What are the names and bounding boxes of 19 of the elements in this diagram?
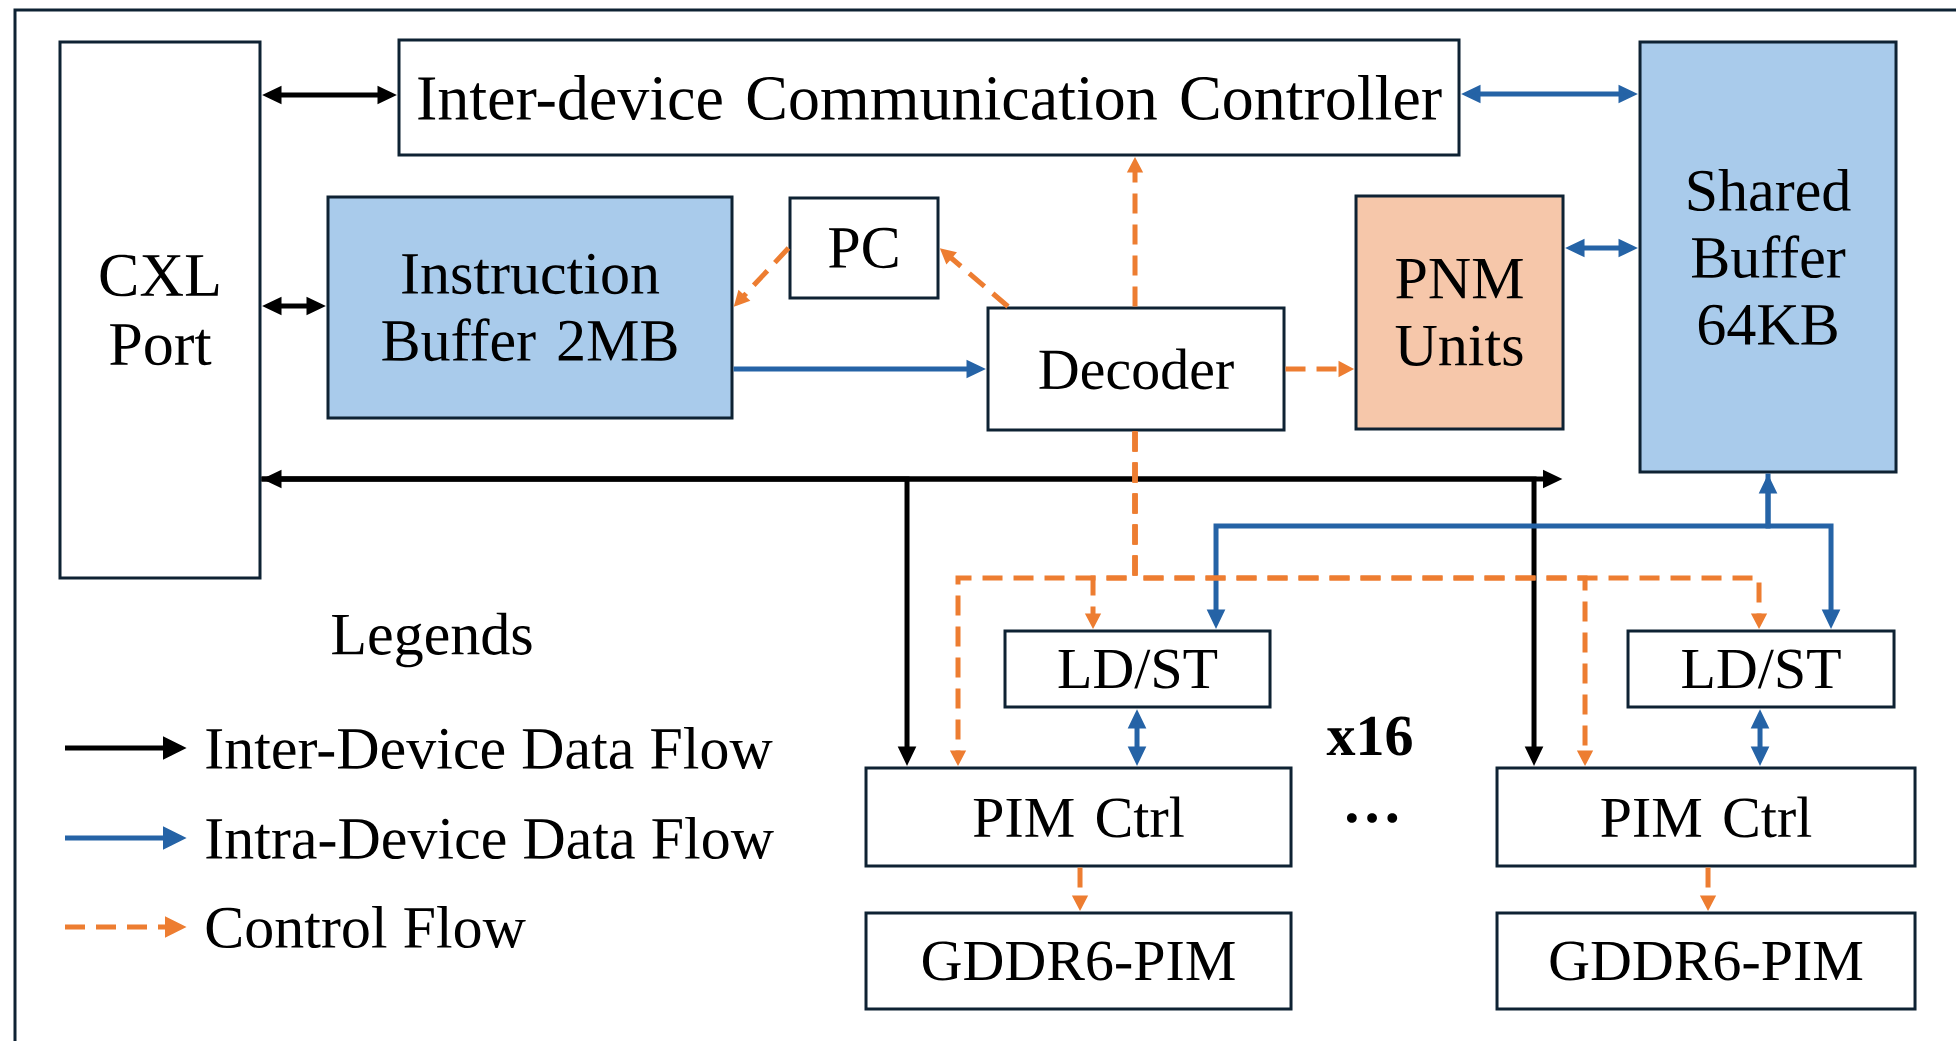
legend-label: Inter-Device Data Flow [206,726,773,770]
ellipsis: … [1347,813,1398,823]
controller-box: PIM Ctrl [1495,766,1917,868]
load-store-box: LD/ST [1626,629,1896,709]
repeat-count: x16 [1326,716,1412,756]
memory-box: GDDR6-PIM [1495,911,1917,1011]
counter-box: PC [788,196,940,300]
port-box: CXL Port [58,40,262,580]
unit-box: PNM Units [1354,194,1565,431]
legend-title: Legends [332,612,532,668]
buffer-box: Instruction Buffer 2MB [326,195,734,420]
buffer-box: Shared Buffer 64KB [1638,40,1898,474]
legend-label: Control Flow [206,905,526,949]
decoder-box: Decoder [986,306,1286,432]
controller-box: PIM Ctrl [864,766,1293,868]
load-store-box: LD/ST [1003,629,1272,709]
memory-box: GDDR6-PIM [864,911,1293,1011]
legend-label: Intra-Device Data Flow [206,816,774,860]
controller-box: Inter-device Communication Controller [397,38,1461,157]
